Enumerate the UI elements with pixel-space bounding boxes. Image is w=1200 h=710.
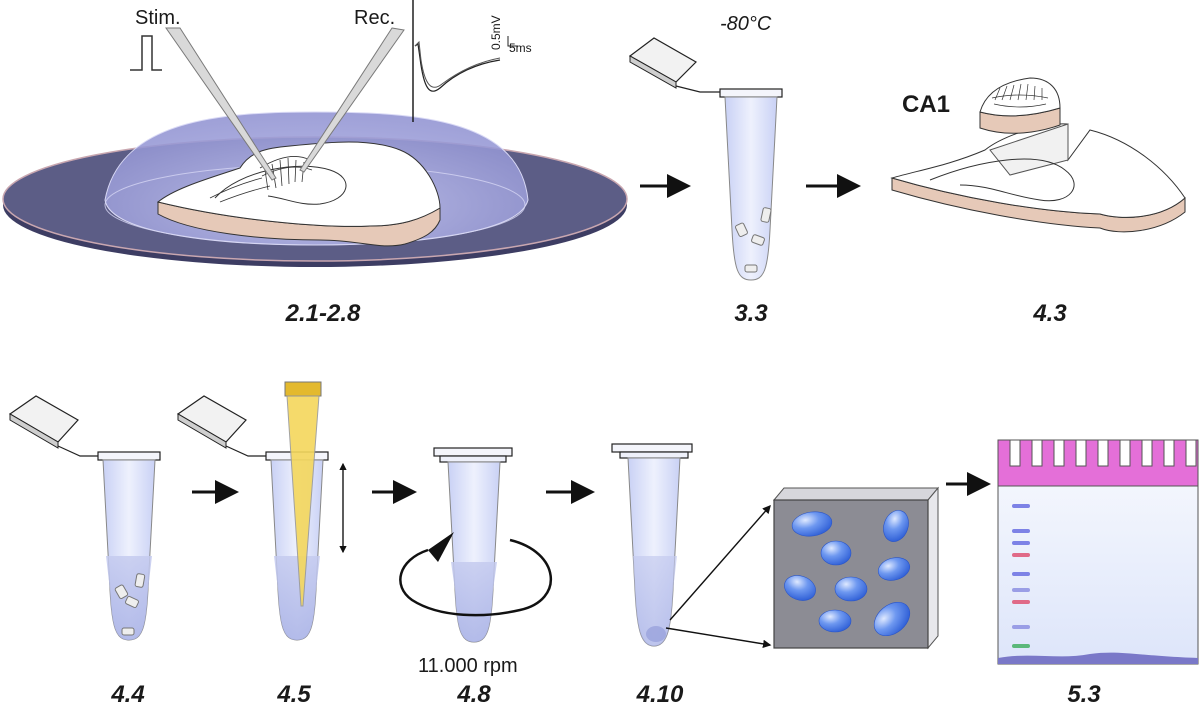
tube-pellet bbox=[611, 443, 693, 647]
tube-lid-open bbox=[628, 37, 722, 93]
step-label-3: 4.3 bbox=[1032, 300, 1067, 327]
gel bbox=[997, 439, 1199, 665]
ca1-label: CA1 bbox=[902, 91, 950, 118]
rec-label: Rec. bbox=[354, 7, 395, 29]
tube-buffer bbox=[8, 395, 161, 641]
stim-pulse-icon bbox=[130, 35, 162, 71]
step-label-2: 3.3 bbox=[734, 300, 768, 327]
frozen-tube: -80°C bbox=[628, 13, 783, 281]
ca1-piece bbox=[979, 77, 1061, 134]
tube-rim bbox=[719, 88, 783, 98]
zoom-line-top bbox=[669, 504, 771, 621]
scale-voltage: 0.5mV bbox=[489, 15, 503, 50]
slice-top bbox=[156, 141, 441, 227]
ca1-dissection: CA1 bbox=[890, 77, 1186, 233]
temperature-label: -80°C bbox=[720, 13, 772, 35]
slice-hippocampus-curve bbox=[214, 165, 347, 205]
step-label-6: 4.8 bbox=[456, 681, 491, 708]
rec-electrode bbox=[299, 27, 405, 173]
step-label-4: 4.4 bbox=[110, 681, 144, 708]
tube-body bbox=[724, 96, 778, 281]
step-label-1: 2.1-2.8 bbox=[285, 300, 361, 327]
scale-time: 5ms bbox=[509, 41, 532, 55]
scale-bar bbox=[507, 36, 518, 47]
ladder-bands bbox=[1012, 504, 1030, 648]
gel-wells bbox=[1009, 439, 1197, 467]
step-label-7: 4.10 bbox=[636, 681, 684, 708]
vesicles bbox=[784, 510, 911, 637]
em-micrograph bbox=[772, 486, 940, 650]
speed-label: 11.000 rpm bbox=[418, 655, 518, 677]
stim-electrode bbox=[165, 27, 277, 181]
gel-body bbox=[997, 485, 1199, 665]
recording-chamber: Stim. Rec. 0.5mV 5ms bbox=[2, 0, 628, 267]
pipette-tip bbox=[284, 381, 322, 607]
gel-dye-front bbox=[998, 652, 1198, 664]
tube-centrifuge bbox=[399, 447, 553, 643]
step-label-8: 5.3 bbox=[1067, 681, 1101, 708]
tube-pipette bbox=[176, 381, 347, 641]
rotation-arrow bbox=[399, 532, 553, 617]
stim-label: Stim. bbox=[135, 7, 181, 29]
fepsp-trace: 0.5mV 5ms bbox=[412, 0, 532, 122]
tissue-pieces bbox=[734, 207, 772, 273]
slice-top-large bbox=[890, 123, 1186, 218]
step-label-5: 4.5 bbox=[276, 681, 311, 708]
zoom-line-bottom bbox=[665, 627, 772, 649]
